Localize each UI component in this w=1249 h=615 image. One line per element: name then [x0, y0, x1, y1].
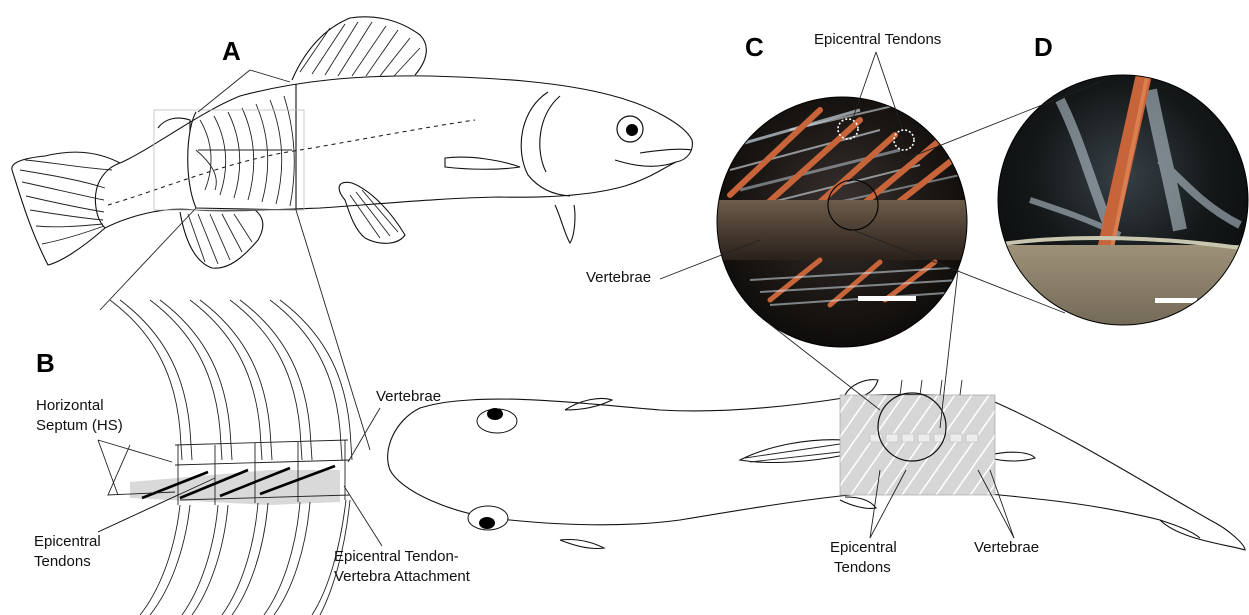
dorsal-eye-lower	[479, 517, 495, 529]
ribs-lower	[140, 500, 350, 615]
epicentral-tendons-bottom-label-1: Epicentral	[830, 539, 897, 556]
panel-a-callout	[100, 70, 370, 450]
skeleton-ribs-inset	[196, 96, 294, 206]
lateral-fish	[12, 17, 693, 268]
dissected-region	[840, 395, 995, 495]
panel-b-label: B	[36, 348, 55, 378]
micrograph-c	[700, 95, 1000, 347]
rib-diagram	[108, 300, 352, 615]
fish-body-outline	[95, 76, 692, 228]
horizontal-septum-label-1: Horizontal	[36, 397, 104, 414]
pectoral-fin	[445, 157, 520, 169]
attachment-label-1: Epicentral Tendon-	[334, 548, 459, 565]
vertebrae-b-label: Vertebrae	[376, 388, 441, 405]
epicentral-tendons-c-label: Epicentral Tendons	[814, 31, 941, 48]
panel-a-label: A	[222, 36, 241, 66]
scale-bar-d	[1155, 298, 1197, 303]
scale-bar-c	[858, 296, 916, 301]
horizontal-septum-label-2: Septum (HS)	[36, 417, 123, 434]
epicentral-tendons-b-label-1: Epicentral	[34, 533, 101, 550]
dorsal-eye-upper	[487, 408, 503, 420]
dorsal-vertebrae	[870, 434, 978, 442]
vertebrae-c-label: Vertebrae	[586, 269, 651, 286]
epicentral-tendons-bottom-label-2: Tendons	[834, 559, 891, 576]
panel-d-label: D	[1034, 32, 1053, 62]
tail-rays	[20, 160, 112, 244]
epicentral-tendons-b-label-2: Tendons	[34, 553, 91, 570]
dorsal-fin	[292, 17, 426, 80]
ribs-upper	[110, 300, 352, 460]
attachment-label-2: Vertebra Attachment	[334, 568, 471, 585]
lateral-line	[108, 120, 475, 205]
dorsal-fish	[388, 380, 1245, 550]
vertebrae-bottom-label: Vertebrae	[974, 539, 1039, 556]
panel-c-label: C	[745, 32, 764, 62]
